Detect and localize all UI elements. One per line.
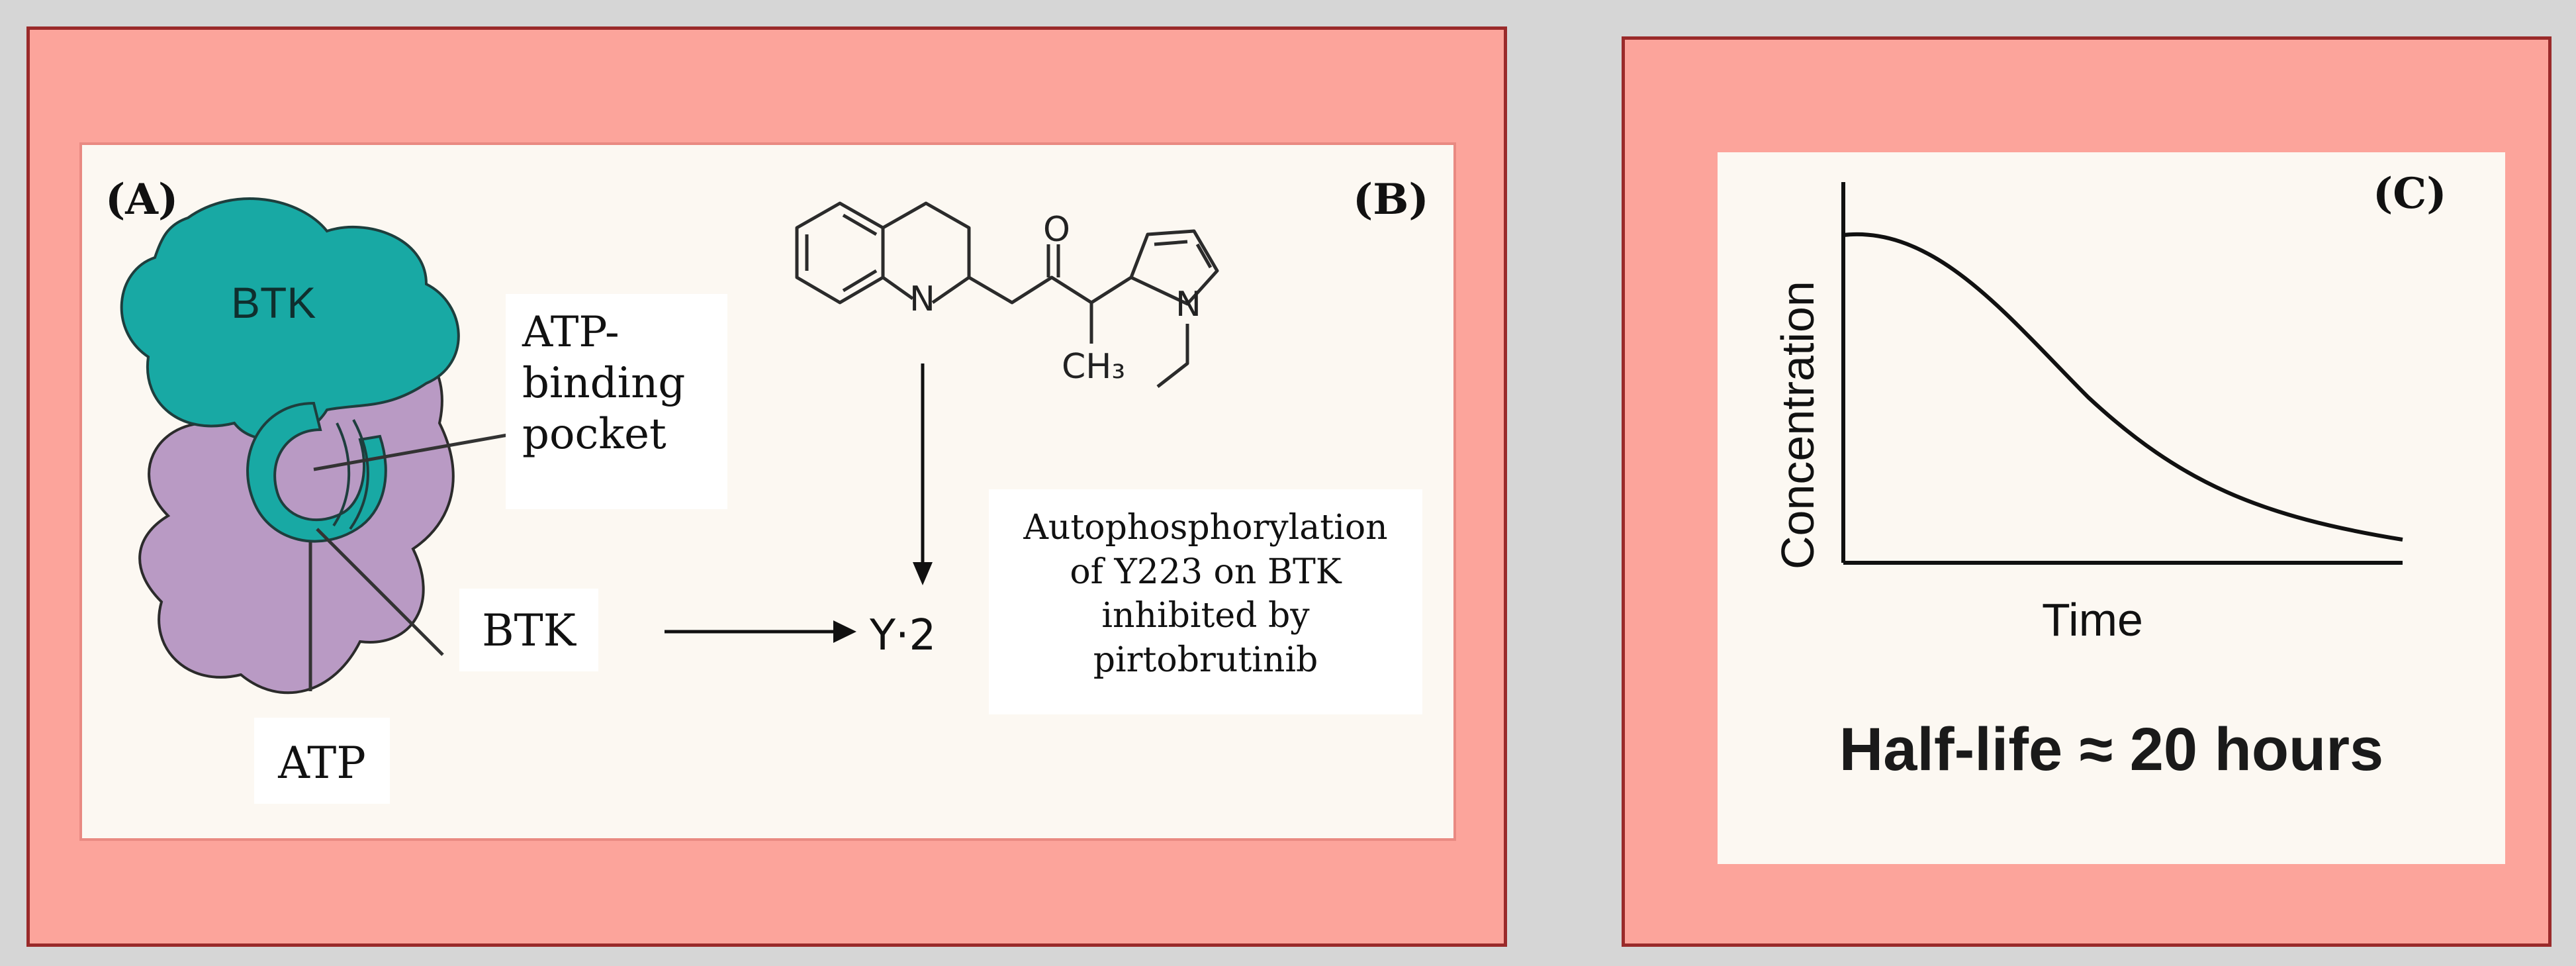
btk-leader-line [316,528,444,656]
panels-ab-canvas: (A) (B) [79,142,1456,841]
panel-b-label: (B) [1353,175,1429,224]
atp-callout: ATP [254,718,390,804]
btk-protein-label: BTK [231,278,316,327]
atp-pocket-callout: ATP- binding pocket [506,294,727,509]
y-axis-label: Concentration [1772,281,1823,569]
pocket-strand [349,419,369,530]
right-figure-frame: (C) Concentration Time Half-life ≈ 20 ho… [1622,36,2552,947]
arrow-head [913,562,933,585]
arrow-head [833,620,856,643]
atom-n2: N [1175,285,1201,324]
chemical-structure [795,201,1219,388]
x-axis-label: Time [2042,594,2143,646]
btk-diagram-graphics: N O N CH₃ Y·2 [120,197,1219,695]
half-life-caption: Half-life ≈ 20 hours [1839,716,2384,783]
pk-curve-chart: Concentration Time [1772,182,2403,646]
left-figure-frame: (A) (B) [26,26,1507,947]
concentration-curve [1843,232,2403,542]
inhibition-note: Autophosphorylation of Y223 on BTK inhib… [989,489,1422,714]
panel-c-label: (C) [2373,169,2447,218]
pocket-strand [332,422,351,527]
pocket-leader-line [313,431,520,471]
btk-callout: BTK [459,589,598,671]
panel-c-canvas: (C) Concentration Time Half-life ≈ 20 ho… [1718,152,2505,864]
atp-pocket-hook [246,401,387,543]
btk-teal-domain [120,197,460,441]
product-label: Y·2 [869,611,936,660]
atom-n1: N [909,279,935,319]
panel-a-label: (A) [105,175,179,224]
atom-o: O [1043,210,1070,250]
methyl-label: CH₃ [1062,347,1125,387]
